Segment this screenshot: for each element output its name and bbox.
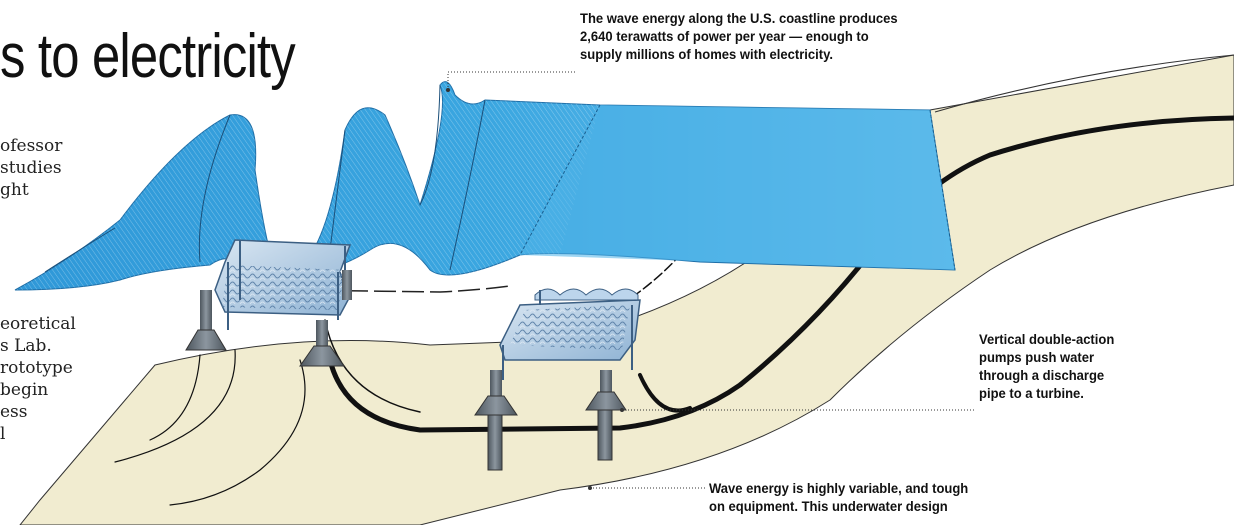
lab-line: l <box>0 424 6 444</box>
ocean-wave <box>14 81 956 293</box>
intro-text: ofessor studies ght <box>0 135 62 201</box>
page-title: s to electricity <box>0 22 296 91</box>
callout-line: on equipment. This underwater design <box>709 498 948 514</box>
intro-line: studies <box>0 158 62 178</box>
pump-unit-left <box>185 239 352 367</box>
leader-lines <box>446 71 975 490</box>
lab-line: rototype <box>0 358 73 378</box>
callout-line: supply millions of homes with electricit… <box>580 46 833 62</box>
callout-line: Wave energy is highly variable, and toug… <box>709 480 969 496</box>
callout-line: pipe to a turbine. <box>979 385 1084 401</box>
lab-line: s Lab. <box>0 336 52 356</box>
intro-line: ght <box>0 180 29 200</box>
lab-line: eoretical <box>0 314 76 334</box>
lab-line: ess <box>0 402 28 422</box>
intro-line: ofessor <box>0 136 63 156</box>
callout-pumps: Vertical double-action pumps push water … <box>979 330 1114 402</box>
callout-line: 2,640 terawatts of power per year — enou… <box>580 28 869 44</box>
lab-line: begin <box>0 380 49 400</box>
callout-line: Vertical double-action <box>979 331 1115 347</box>
callout-line: through a discharge <box>979 367 1105 383</box>
pump-unit-right <box>474 288 641 471</box>
callout-line: The wave energy along the U.S. coastline… <box>580 10 898 26</box>
lab-text: eoretical s Lab. rototype begin ess l <box>0 313 76 445</box>
callout-wave-energy: The wave energy along the U.S. coastline… <box>580 9 898 63</box>
callout-line: pumps push water <box>979 349 1095 365</box>
callout-variable: Wave energy is highly variable, and toug… <box>709 479 968 515</box>
